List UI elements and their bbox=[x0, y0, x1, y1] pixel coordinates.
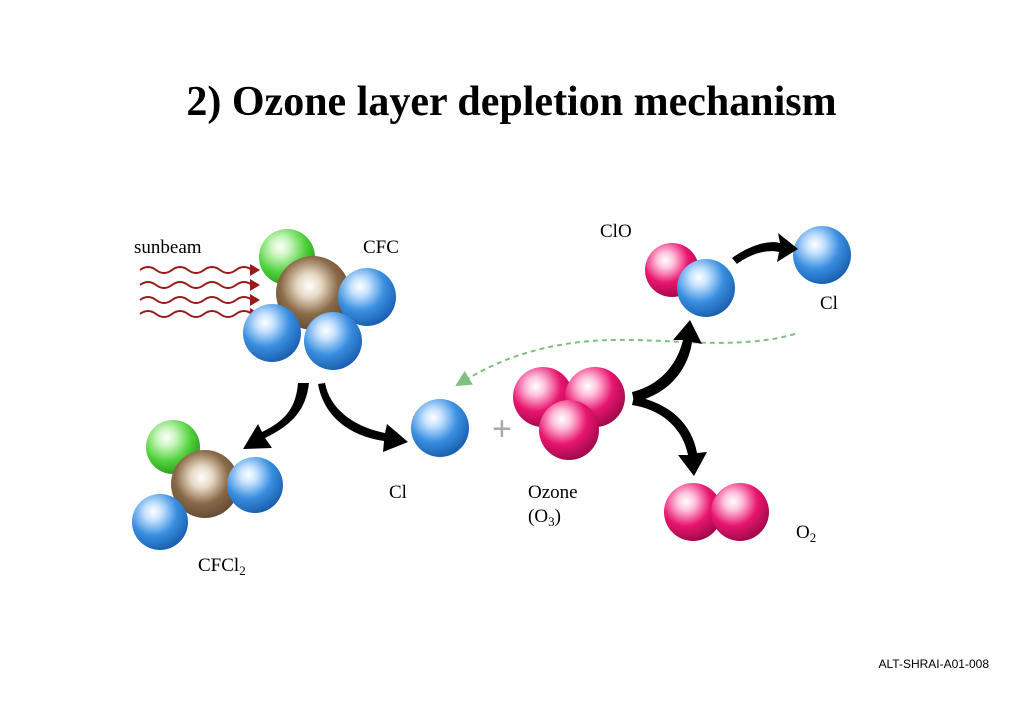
label-cl-free: Cl bbox=[389, 482, 407, 503]
label-o2: O2 bbox=[796, 522, 816, 546]
chlorine-atom-free bbox=[411, 399, 469, 457]
ozone-formula-suffix: ) bbox=[554, 506, 561, 527]
sunbeam-wave bbox=[139, 296, 253, 304]
arrow-to-released-cl bbox=[732, 233, 798, 264]
o2-molecule bbox=[664, 483, 769, 541]
reaction-arrows bbox=[243, 233, 798, 476]
sunbeam-wave bbox=[139, 266, 253, 274]
o2-subscript: 2 bbox=[809, 530, 817, 545]
chlorine-atom bbox=[677, 259, 735, 317]
chlorine-atom-released bbox=[793, 226, 851, 284]
arrow-to-clo bbox=[632, 320, 702, 402]
regeneration-arrow bbox=[455, 333, 796, 387]
clo-molecule bbox=[645, 243, 735, 317]
sunbeam-wave bbox=[139, 310, 253, 318]
label-clo: ClO bbox=[600, 221, 632, 242]
cfcl2-base: CFCl bbox=[198, 555, 240, 576]
carbon-atom bbox=[171, 450, 239, 518]
label-ozone-formula: (O3) bbox=[528, 506, 561, 530]
chlorine-atom bbox=[243, 304, 301, 362]
ozone-formula-subscript: 3 bbox=[548, 514, 555, 529]
sunbeam-waves bbox=[139, 266, 253, 318]
arrow-to-cl bbox=[318, 383, 408, 452]
label-sunbeam: sunbeam bbox=[134, 237, 202, 258]
oxygen-atom bbox=[711, 483, 769, 541]
label-cfc: CFC bbox=[363, 237, 399, 258]
arrow-to-cfcl2 bbox=[243, 383, 309, 449]
chlorine-atom bbox=[227, 457, 283, 513]
label-cfcl2: CFCl2 bbox=[198, 555, 246, 579]
oxygen-atom bbox=[664, 483, 722, 541]
chlorine-atom bbox=[338, 268, 396, 326]
cfc-molecule bbox=[243, 229, 396, 370]
o2-base: O bbox=[796, 522, 810, 543]
sunbeam-wave bbox=[139, 281, 253, 289]
page-title: 2) Ozone layer depletion mechanism bbox=[186, 79, 837, 125]
chlorine-atom bbox=[132, 494, 188, 550]
label-cl-released: Cl bbox=[820, 293, 838, 314]
ozone-formula-prefix: (O bbox=[528, 506, 549, 527]
slide-code: ALT-SHRAI-A01-008 bbox=[878, 657, 990, 671]
cfcl2-subscript: 2 bbox=[239, 563, 246, 578]
ozone-molecule bbox=[513, 367, 625, 460]
label-ozone: Ozone bbox=[528, 482, 578, 503]
oxygen-atom bbox=[539, 400, 599, 460]
arrow-to-o2 bbox=[632, 396, 707, 476]
plus-sign: + bbox=[492, 410, 512, 448]
cfcl2-molecule bbox=[132, 420, 283, 550]
carbon-atom bbox=[276, 256, 350, 330]
chlorine-atom bbox=[304, 312, 362, 370]
